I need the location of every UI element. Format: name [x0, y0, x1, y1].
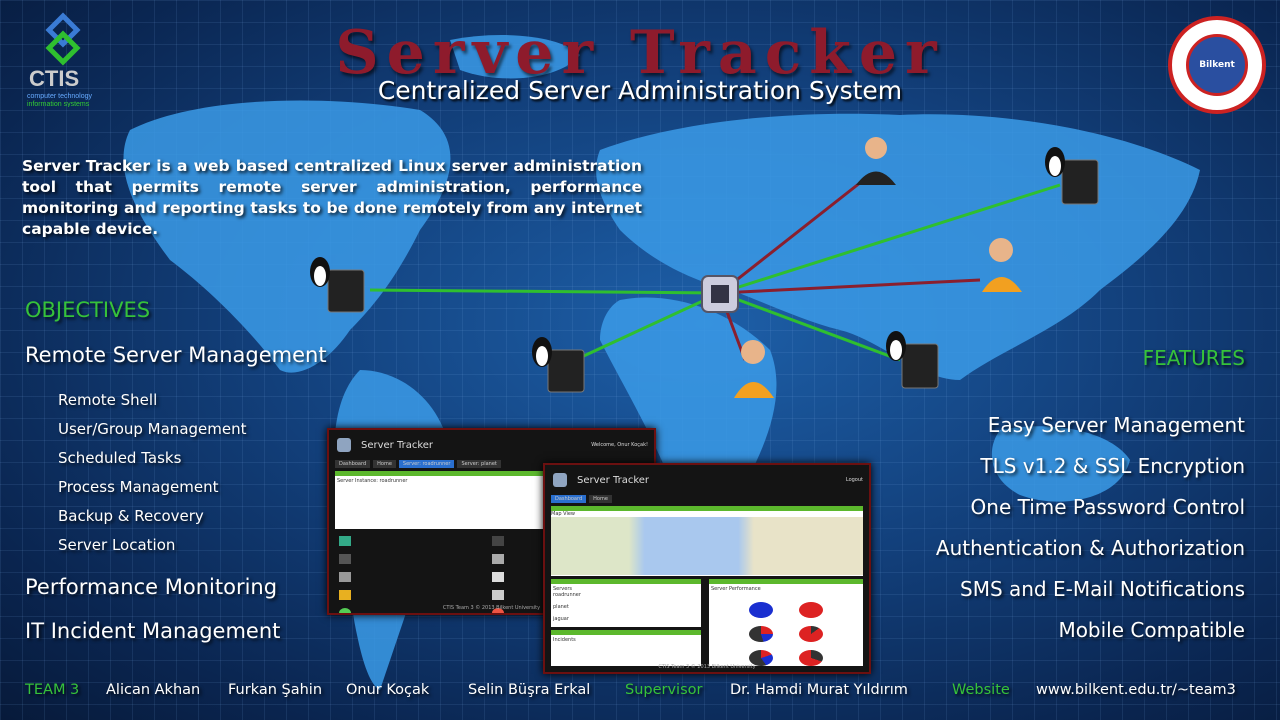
- server-name: jaguar: [553, 616, 569, 622]
- app-logo-icon: [553, 473, 567, 487]
- website-link[interactable]: www.bilkent.edu.tr/~team3: [1036, 682, 1236, 698]
- svg-text:computer technology: computer technology: [27, 93, 92, 100]
- panel-title: Incidents: [553, 637, 576, 643]
- objective-subitem: Process Management: [58, 478, 219, 496]
- objective-subitem: Server Location: [58, 536, 176, 554]
- feature-item: TLS v1.2 & SSL Encryption: [980, 454, 1245, 478]
- logout-link: Logout: [845, 477, 863, 483]
- cpu-pie: [749, 626, 773, 642]
- objective-subitem: Backup & Recovery: [58, 507, 204, 525]
- user-icons: [734, 137, 1022, 398]
- panel-title: Map View: [551, 511, 576, 517]
- svg-text:CTIS: CTIS: [29, 66, 79, 91]
- memory-pie: [799, 626, 823, 642]
- app-title: Server Tracker: [577, 474, 650, 486]
- features-heading: FEATURES: [1142, 346, 1245, 370]
- app-logo-icon: [337, 438, 351, 452]
- server-icons: [327, 159, 1099, 393]
- team-member: Alican Akhan: [106, 682, 201, 698]
- supervisor-name: Dr. Hamdi Murat Yıldırım: [730, 682, 908, 698]
- description: Server Tracker is a web based centralize…: [22, 157, 642, 238]
- cpu-pie: [749, 650, 773, 666]
- team-member: Furkan Şahin: [228, 682, 323, 698]
- map-view-panel: Map View: [551, 506, 863, 576]
- team-label: TEAM 3: [25, 682, 80, 698]
- objective-main: Remote Server Management: [25, 343, 327, 367]
- svg-text:information systems: information systems: [27, 101, 90, 107]
- linux-penguin-icons: [310, 147, 1065, 367]
- performance-panel: Server Performance: [709, 579, 863, 666]
- bilkent-university-seal: Bilkent: [1168, 16, 1266, 114]
- poster-subtitle: Centralized Server Administration System: [377, 76, 903, 105]
- objective-other: IT Incident Management: [25, 619, 281, 643]
- panel-title: Server Performance: [711, 586, 761, 592]
- feature-item: Easy Server Management: [987, 413, 1245, 437]
- objectives-heading: OBJECTIVES: [25, 298, 151, 322]
- supervisor-label: Supervisor: [625, 682, 703, 698]
- window-footer: CTIS Team 3 © 2013 Bilkent University: [442, 605, 541, 611]
- tab: Dashboard: [335, 460, 371, 468]
- feature-item: Mobile Compatible: [1058, 618, 1245, 642]
- objective-subitem: Remote Shell: [58, 391, 158, 409]
- tab: Dashboard: [551, 495, 587, 503]
- objective-other: Performance Monitoring: [25, 575, 278, 599]
- website-label: Website: [952, 682, 1010, 698]
- window-footer: CTIS Team 3 © 2013 Bilkent University: [658, 664, 756, 670]
- incidents-panel: Incidents: [551, 630, 701, 666]
- cpu-pie: [749, 602, 773, 618]
- app-title: Server Tracker: [361, 439, 434, 451]
- server-name: planet: [553, 604, 569, 610]
- server-name: roadrunner: [553, 592, 581, 598]
- memory-pie: [799, 602, 823, 618]
- objective-subitem: Scheduled Tasks: [58, 449, 182, 467]
- feature-item: SMS and E-Mail Notifications: [960, 577, 1245, 601]
- tab: Home: [373, 460, 396, 468]
- panel-title: Servers: [553, 586, 573, 592]
- hub-icon: [701, 275, 739, 313]
- tab: Server: planet: [457, 460, 501, 468]
- objective-subitem: User/Group Management: [58, 420, 247, 438]
- ctis-logo: CTIS computer technology information sys…: [25, 12, 115, 108]
- tool-icon-grid: [329, 532, 654, 613]
- team-member: Selin Büşra Erkal: [468, 682, 591, 698]
- tab: Home: [589, 495, 612, 503]
- memory-pie: [799, 650, 823, 666]
- network-links: [369, 173, 1061, 362]
- team-member: Onur Koçak: [346, 682, 430, 698]
- panel-title: Server Instance: roadrunner: [337, 478, 408, 484]
- welcome-text: Welcome, Onur Koçak!: [591, 442, 648, 448]
- poster-title: Server Tracker: [335, 18, 945, 88]
- feature-item: Authentication & Authorization: [935, 536, 1245, 560]
- feature-item: One Time Password Control: [970, 495, 1245, 519]
- tab: Server: roadrunner: [398, 460, 455, 468]
